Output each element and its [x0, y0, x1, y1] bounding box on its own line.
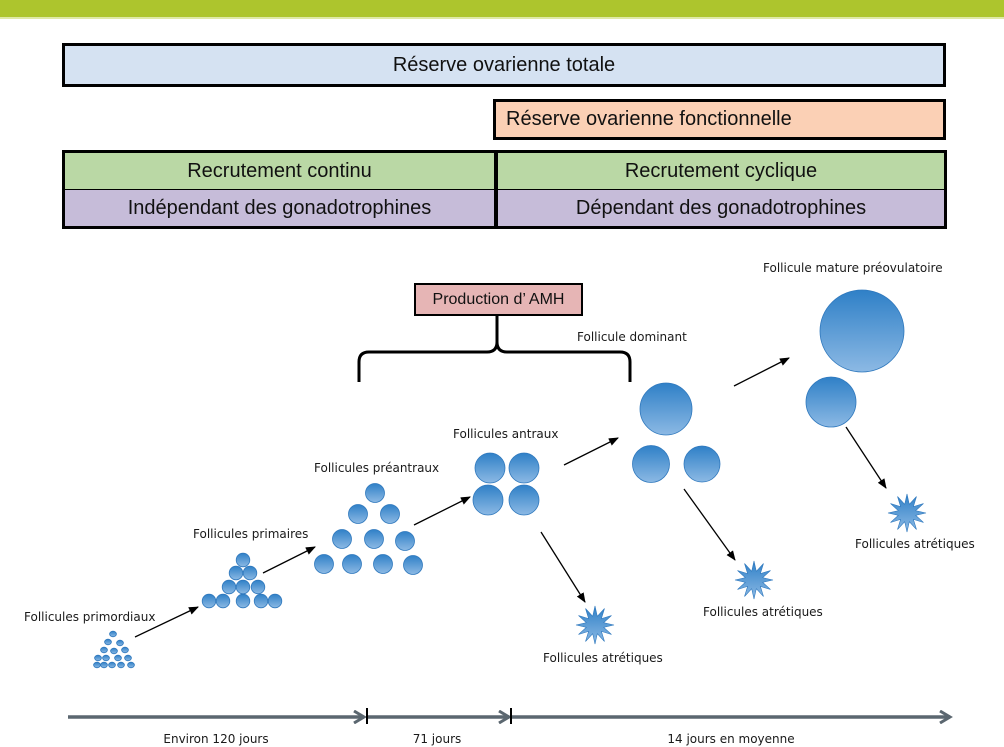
preantral-follicle: [395, 531, 415, 551]
header-bar: [0, 0, 1004, 17]
primordial-follicle: [104, 638, 112, 646]
label-antral: Follicules antraux: [453, 427, 558, 441]
primary-follicle: [242, 565, 258, 581]
subordinate-follicle: [683, 445, 721, 483]
primordial-follicle: [114, 654, 122, 662]
primary-follicle: [235, 579, 251, 595]
primordial-follicle: [110, 647, 118, 655]
follicle-groups: [93, 289, 905, 669]
arrow-dominant-to-mature: [733, 357, 790, 387]
timeline-label-2: 71 jours: [413, 732, 462, 746]
gonadotropin-dependent-label: Dépendant des gonadotrophines: [575, 196, 867, 219]
primordial-follicle: [100, 661, 108, 669]
arrow-antral-to-dominant: [563, 437, 619, 466]
cyclic-recruitment-label: Recrutement cyclique: [624, 159, 818, 182]
atretic-follicle-icon: [887, 493, 927, 533]
antral-follicle: [472, 484, 504, 516]
primordial-follicle: [124, 654, 132, 662]
label-atretic-3: Follicules atrétiques: [855, 537, 975, 551]
arrow-primary-to-preantral: [262, 546, 316, 574]
header-bar-underline: [0, 17, 1004, 19]
label-dominant: Follicule dominant: [577, 330, 687, 344]
subordinate-follicle: [632, 445, 670, 483]
label-atretic-2: Follicules atrétiques: [703, 605, 823, 619]
label-preantral: Follicules préantraux: [314, 461, 439, 475]
primordial-follicle: [117, 661, 125, 669]
primordial-follicle: [102, 654, 110, 662]
gonadotropin-dependent-band: Dépendant des gonadotrophines: [495, 189, 947, 229]
primordial-follicle: [121, 646, 129, 654]
primary-follicle: [228, 565, 244, 581]
atretic-follicles: [575, 493, 927, 645]
antral-follicle: [508, 484, 540, 516]
primordial-follicle: [93, 661, 101, 669]
primordial-follicle: [109, 630, 117, 638]
continuous-recruitment-label: Recrutement continu: [187, 159, 372, 182]
arrow-preantral-to-antral: [413, 496, 471, 526]
arrow-antral-to-atretic: [540, 531, 586, 603]
preantral-follicle: [314, 554, 334, 574]
primordial-follicle: [100, 646, 108, 654]
total-reserve-label: Réserve ovarienne totale: [392, 53, 616, 76]
amh-production-box: Production d’ AMH: [414, 283, 583, 316]
dominant-follicle: [639, 382, 693, 436]
arrow-primordial-to-primary: [134, 606, 199, 638]
total-reserve-band: Réserve ovarienne totale: [62, 43, 946, 87]
functional-reserve-label: Réserve ovarienne fonctionnelle: [506, 108, 792, 130]
timeline-label-1: Environ 120 jours: [163, 732, 268, 746]
primary-follicle: [235, 593, 251, 609]
preantral-follicle: [380, 504, 400, 524]
label-primary: Follicules primaires: [193, 527, 308, 541]
timeline-label-3: 14 jours en moyenne: [667, 732, 794, 746]
label-mature: Follicule mature préovulatoire: [763, 261, 943, 275]
primary-follicle: [215, 593, 231, 609]
atretic-follicle-icon: [734, 560, 774, 600]
antral-follicle: [508, 452, 540, 484]
primary-follicle: [250, 579, 266, 595]
primordial-follicle: [94, 654, 102, 662]
amh-production-label: Production d’ AMH: [432, 290, 565, 308]
arrow-mature-to-atretic: [845, 426, 887, 489]
preantral-follicle: [342, 554, 362, 574]
label-atretic-1: Follicules atrétiques: [543, 651, 663, 665]
arrow-dominant-to-atretic: [683, 488, 736, 561]
primordial-follicle: [108, 661, 116, 669]
antral-follicle: [474, 452, 506, 484]
primordial-follicle: [116, 639, 124, 647]
preantral-follicle: [403, 555, 423, 575]
atretic-follicle-icon: [575, 605, 615, 645]
preantral-follicle: [365, 483, 385, 503]
primary-follicle: [235, 552, 251, 568]
preantral-follicle: [364, 529, 384, 549]
subordinate-follicle: [805, 376, 857, 428]
primary-follicle: [253, 593, 269, 609]
primordial-follicle: [127, 661, 135, 669]
label-primordial: Follicules primordiaux: [24, 610, 155, 624]
preantral-follicle: [373, 554, 393, 574]
gonadotropin-independent-band: Indépendant des gonadotrophines: [62, 189, 497, 229]
gonadotropin-independent-label: Indépendant des gonadotrophines: [127, 196, 432, 219]
preantral-follicle: [348, 504, 368, 524]
primary-follicle: [267, 593, 283, 609]
primary-follicle: [221, 579, 237, 595]
cyclic-recruitment-band: Recrutement cyclique: [495, 150, 947, 190]
mature-preovulatory-follicle: [819, 289, 905, 373]
functional-reserve-band: Réserve ovarienne fonctionnelle: [493, 99, 946, 140]
preantral-follicle: [332, 529, 352, 549]
primary-follicle: [201, 593, 217, 609]
amh-brace: [357, 316, 632, 382]
